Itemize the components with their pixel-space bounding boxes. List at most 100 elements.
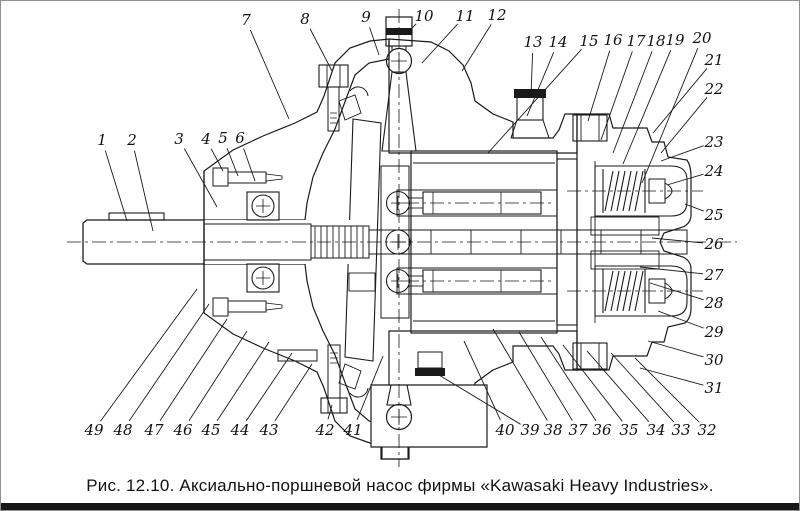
- leader-line-19: [622, 49, 672, 165]
- callout-number-49: 49: [83, 421, 104, 439]
- callout-number-14: 14: [548, 33, 567, 51]
- callout-number-42: 42: [314, 421, 334, 439]
- leader-line-10: [404, 23, 417, 36]
- leader-line-25: [684, 203, 704, 212]
- link-lock-band: [386, 28, 412, 35]
- callout-number-40: 40: [494, 421, 515, 439]
- leader-line-15: [487, 48, 582, 154]
- callout-number-32: 32: [697, 421, 716, 439]
- leader-line-21: [652, 68, 708, 134]
- center-axes: [67, 9, 737, 467]
- charge-plug-top: [510, 89, 550, 139]
- drain-plug-cap-dark: [415, 368, 445, 376]
- callout-number-3: 3: [174, 130, 184, 148]
- bearing-ball-lower: [251, 266, 275, 290]
- leader-line-7: [249, 29, 290, 120]
- leader-line-35: [562, 344, 623, 422]
- leader-line-39: [428, 368, 521, 425]
- callout-number-10: 10: [414, 7, 434, 25]
- leader-line-36: [540, 336, 597, 422]
- leader-line-26: [651, 237, 704, 244]
- callout-number-17: 17: [626, 32, 646, 50]
- leader-line-20: [641, 47, 699, 184]
- link-ball-top: [385, 47, 413, 75]
- callout-number-15: 15: [579, 32, 598, 50]
- callout-number-48: 48: [112, 421, 132, 439]
- callout-number-45: 45: [200, 421, 220, 439]
- callout-number-47: 47: [143, 421, 164, 439]
- callout-number-20: 20: [691, 29, 712, 47]
- leader-line-49: [100, 288, 198, 422]
- callout-number-12: 12: [487, 6, 506, 24]
- callout-number-23: 23: [703, 133, 723, 151]
- valve-bridge-lower: [590, 250, 660, 270]
- callout-number-19: 19: [665, 31, 685, 49]
- leader-line-3: [183, 148, 218, 208]
- leader-line-43: [274, 363, 313, 422]
- leader-line-44: [245, 352, 293, 422]
- callout-number-39: 39: [520, 421, 540, 439]
- callout-number-8: 8: [300, 10, 310, 28]
- flange-studs: [212, 167, 318, 362]
- callout-number-31: 31: [704, 379, 723, 397]
- leader-line-38: [492, 328, 548, 421]
- leader-line-33: [610, 352, 674, 423]
- callout-number-30: 30: [704, 351, 724, 369]
- callout-number-4: 4: [200, 130, 211, 148]
- leader-line-17: [600, 51, 633, 141]
- bottom-servo-block: [370, 384, 488, 460]
- callout-number-1: 1: [97, 131, 107, 149]
- plug-cap-dark: [514, 89, 546, 98]
- housing-bolt-bottom: [320, 344, 348, 414]
- leader-line-24: [666, 173, 704, 186]
- leader-line-13: [530, 52, 534, 96]
- leader-line-6: [243, 148, 256, 182]
- callout-number-41: 41: [342, 421, 362, 439]
- leader-line-42: [327, 404, 333, 420]
- housing-bolt-top: [318, 64, 349, 132]
- leader-line-47: [159, 318, 228, 422]
- callout-number-6: 6: [235, 129, 245, 147]
- shaft-key: [108, 212, 165, 221]
- leader-line-5: [226, 148, 239, 177]
- callout-number-5: 5: [218, 129, 228, 147]
- drain-plug-bottom: [415, 351, 445, 376]
- callout-number-18: 18: [646, 32, 665, 50]
- callout-number-36: 36: [592, 421, 612, 439]
- leader-line-2: [134, 150, 154, 232]
- leader-line-46: [188, 330, 248, 422]
- leader-line-8: [309, 28, 333, 72]
- shaft-ball-bearing: [246, 191, 280, 293]
- leader-line-22: [660, 97, 708, 154]
- cradle-bearing-upper: [338, 94, 362, 121]
- leader-line-1: [104, 150, 128, 222]
- leader-line-32: [634, 357, 700, 423]
- callout-number-16: 16: [603, 31, 623, 49]
- leader-line-16: [587, 50, 611, 122]
- callout-number-37: 37: [568, 421, 588, 439]
- leader-line-12: [461, 24, 492, 72]
- pump-cross-section-diagram: 1234567891011121314151617181920212223242…: [67, 6, 737, 467]
- leader-line-41: [356, 355, 384, 420]
- figure-caption: Рис. 12.10. Аксиально-поршневой насос фи…: [86, 476, 714, 495]
- callout-number-26: 26: [703, 235, 724, 253]
- leader-line-27: [639, 266, 704, 275]
- callout-number-27: 27: [703, 266, 724, 284]
- leader-line-30: [647, 340, 704, 358]
- callout-number-11: 11: [455, 7, 474, 25]
- callout-number-29: 29: [703, 323, 724, 341]
- leader-line-45: [216, 341, 270, 422]
- callout-number-2: 2: [126, 131, 137, 149]
- link-foot: [381, 446, 409, 460]
- callout-number-44: 44: [229, 421, 249, 439]
- leader-line-4: [210, 148, 224, 172]
- callout-number-25: 25: [703, 206, 723, 224]
- leader-line-18: [612, 51, 653, 154]
- callout-number-24: 24: [703, 162, 723, 180]
- callout-number-9: 9: [361, 8, 371, 26]
- leader-line-28: [649, 282, 704, 301]
- callout-number-28: 28: [703, 294, 723, 312]
- leader-line-48: [128, 303, 210, 422]
